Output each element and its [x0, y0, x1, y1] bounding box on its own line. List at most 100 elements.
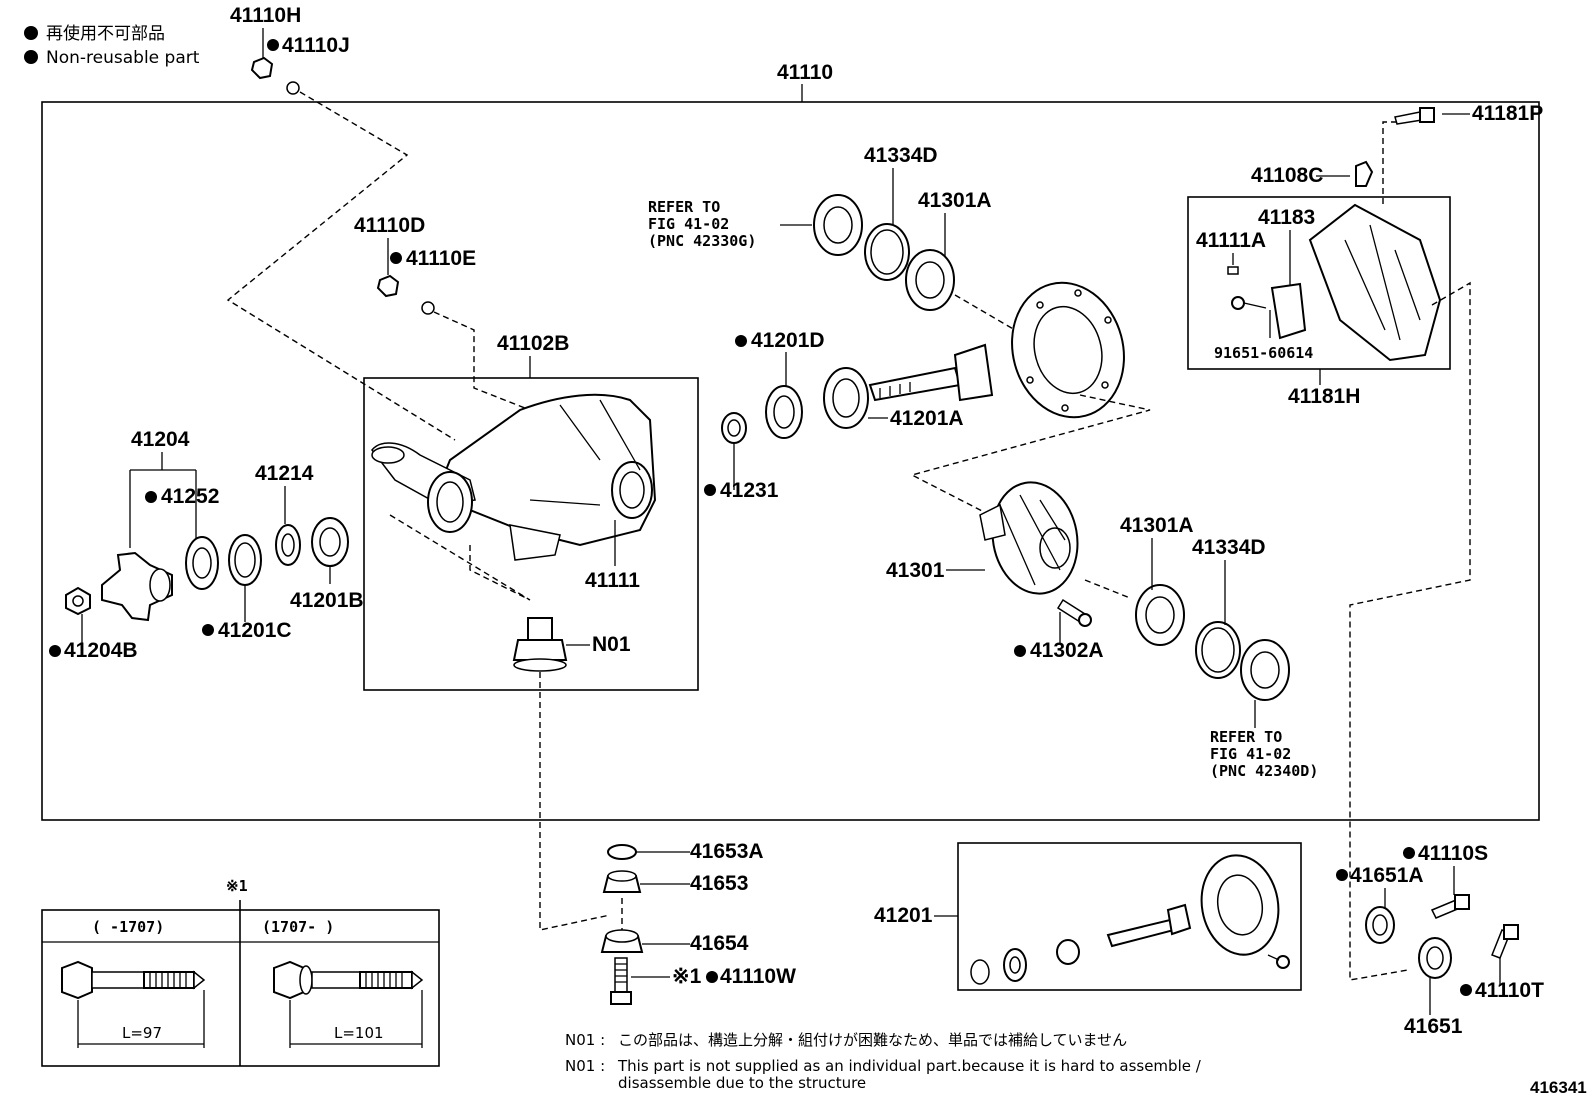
cushion-41653-icon [602, 870, 642, 893]
plug-41110H-icon [250, 56, 274, 80]
label-41252[interactable]: 41252 [161, 485, 219, 508]
refer-top-line1: REFER TO [648, 198, 720, 216]
bolt-table: ( -1707) (1707- ) L=97 L=101 [41, 900, 440, 1067]
label-41110E[interactable]: 41110E [406, 247, 476, 270]
cover-box [1187, 196, 1451, 370]
plug-41110D-icon [376, 274, 400, 298]
legend-en: Non-reusable part [46, 48, 200, 68]
bolt-col2-header: (1707- ) [262, 918, 334, 936]
diff-case-icon [979, 481, 1079, 595]
legend-jp: 再使用不可部品 [46, 23, 165, 44]
label-41110W-mark: ※1 [672, 965, 702, 988]
label-41301A-bot[interactable]: 41301A [1120, 514, 1194, 537]
label-41204[interactable]: 41204 [131, 428, 190, 451]
note-n01-label-en: N01 : [565, 1057, 605, 1075]
bolt-col1-length: L=97 [122, 1024, 162, 1042]
ring-gear-icon [1011, 281, 1125, 419]
bearing-bottom-icon [1135, 584, 1185, 646]
washer-41214-icon [275, 524, 301, 566]
label-41110[interactable]: 41110 [777, 61, 833, 84]
cushion-41651A-icon [1365, 906, 1395, 944]
oil-seal-bottom-icon [1240, 639, 1290, 701]
oil-seal-top-icon [813, 194, 863, 256]
label-41201B[interactable]: 41201B [290, 589, 364, 612]
label-41654[interactable]: 41654 [690, 932, 749, 955]
bolt-91651-icon [1231, 296, 1267, 310]
label-41110S[interactable]: 41110S [1418, 842, 1488, 865]
legend-dot-icon [24, 26, 38, 40]
bolt-short-icon [61, 960, 206, 1000]
cushion-41651-icon [1418, 937, 1452, 979]
label-41651[interactable]: 41651 [1404, 1015, 1463, 1038]
label-41301A-top[interactable]: 41301A [918, 189, 992, 212]
companion-flange-icon [101, 551, 173, 622]
kit-parts-icon [970, 854, 1290, 985]
drive-pinion-icon [868, 343, 994, 402]
refer-bot-line2: FIG 41-02 [1210, 745, 1291, 763]
gasket-41110J-icon [286, 81, 300, 95]
bolt-col1-header: ( -1707) [92, 918, 164, 936]
diff-cover-icon [1308, 203, 1442, 362]
label-41201D[interactable]: 41201D [751, 329, 825, 352]
snap-ring-bottom-icon [1195, 621, 1241, 679]
bolt-col2-length: L=101 [334, 1024, 384, 1042]
label-41102B[interactable]: 41102B [497, 332, 569, 355]
label-41110W[interactable]: 41110W [720, 965, 796, 988]
nut-41204B-icon [65, 586, 91, 616]
note-en-line1: This part is not supplied as an individu… [617, 1057, 1202, 1075]
legend-dot-icon [24, 50, 38, 64]
stopper-41653A-icon [607, 844, 637, 860]
spacer-41201D-icon [765, 385, 803, 439]
bolt-table-mark: ※1 [226, 877, 248, 895]
label-91651[interactable]: 91651-60614 [1214, 344, 1313, 362]
label-41111[interactable]: 41111 [585, 569, 640, 592]
assembly-frame [41, 101, 1540, 821]
label-N01[interactable]: N01 [592, 633, 631, 656]
label-41201C[interactable]: 41201C [218, 619, 292, 642]
oil-seal-41252-icon [185, 536, 219, 590]
label-41201A[interactable]: 41201A [890, 407, 964, 430]
bolt-41110T-icon [1491, 924, 1519, 959]
carrier-housing-icon [371, 393, 657, 561]
refer-top-line2: FIG 41-02 [648, 215, 729, 233]
label-41110T[interactable]: 41110T [1475, 979, 1544, 1002]
bolt-41302A-icon [1056, 598, 1092, 627]
plate-41183-icon [1270, 282, 1307, 340]
oil-slinger-41201C-icon [228, 534, 262, 586]
collar-41231-icon [721, 412, 747, 444]
bolt-41181P-icon [1394, 107, 1435, 125]
refer-top-line3: (PNC 42330G) [648, 232, 756, 250]
cushion-41654-icon [600, 929, 644, 953]
carrier-box [363, 377, 699, 691]
bolt-41110W-icon [610, 957, 632, 1005]
label-41302A[interactable]: 41302A [1030, 639, 1104, 662]
label-41653A[interactable]: 41653A [690, 840, 764, 863]
label-41204B[interactable]: 41204B [64, 639, 138, 662]
label-41334D-top[interactable]: 41334D [864, 144, 938, 167]
label-41651A[interactable]: 41651A [1350, 864, 1424, 887]
label-41111A[interactable]: 41111A [1196, 229, 1266, 252]
label-41181H[interactable]: 41181H [1288, 385, 1360, 408]
bolt-long-icon [273, 960, 424, 1000]
label-41108C[interactable]: 41108C [1251, 164, 1323, 187]
label-41110H[interactable]: 41110H [230, 4, 301, 27]
label-41110D[interactable]: 41110D [354, 214, 425, 237]
snap-ring-top-icon [864, 223, 910, 281]
label-41334D-bot[interactable]: 41334D [1192, 536, 1266, 559]
label-41231[interactable]: 41231 [720, 479, 779, 502]
breather-41108C-icon [1355, 160, 1374, 187]
label-41301[interactable]: 41301 [886, 559, 945, 582]
label-41181P[interactable]: 41181P [1472, 102, 1543, 125]
bearing-top-icon [905, 249, 955, 311]
label-41653[interactable]: 41653 [690, 872, 748, 895]
refer-bot-line3: (PNC 42340D) [1210, 762, 1318, 780]
label-41201[interactable]: 41201 [874, 904, 933, 927]
label-41214[interactable]: 41214 [255, 462, 314, 485]
label-41183[interactable]: 41183 [1258, 206, 1315, 229]
legend: 再使用不可部品 Non-reusable part [24, 23, 200, 68]
figure-id: 416341 [1530, 1078, 1587, 1097]
bearing-41201B-icon [311, 517, 349, 567]
note-jp: この部品は、構造上分解・組付けが困難なため、単品では補給していません [618, 1031, 1127, 1049]
label-41110J[interactable]: 41110J [282, 34, 350, 57]
refer-bot-line1: REFER TO [1210, 728, 1282, 746]
